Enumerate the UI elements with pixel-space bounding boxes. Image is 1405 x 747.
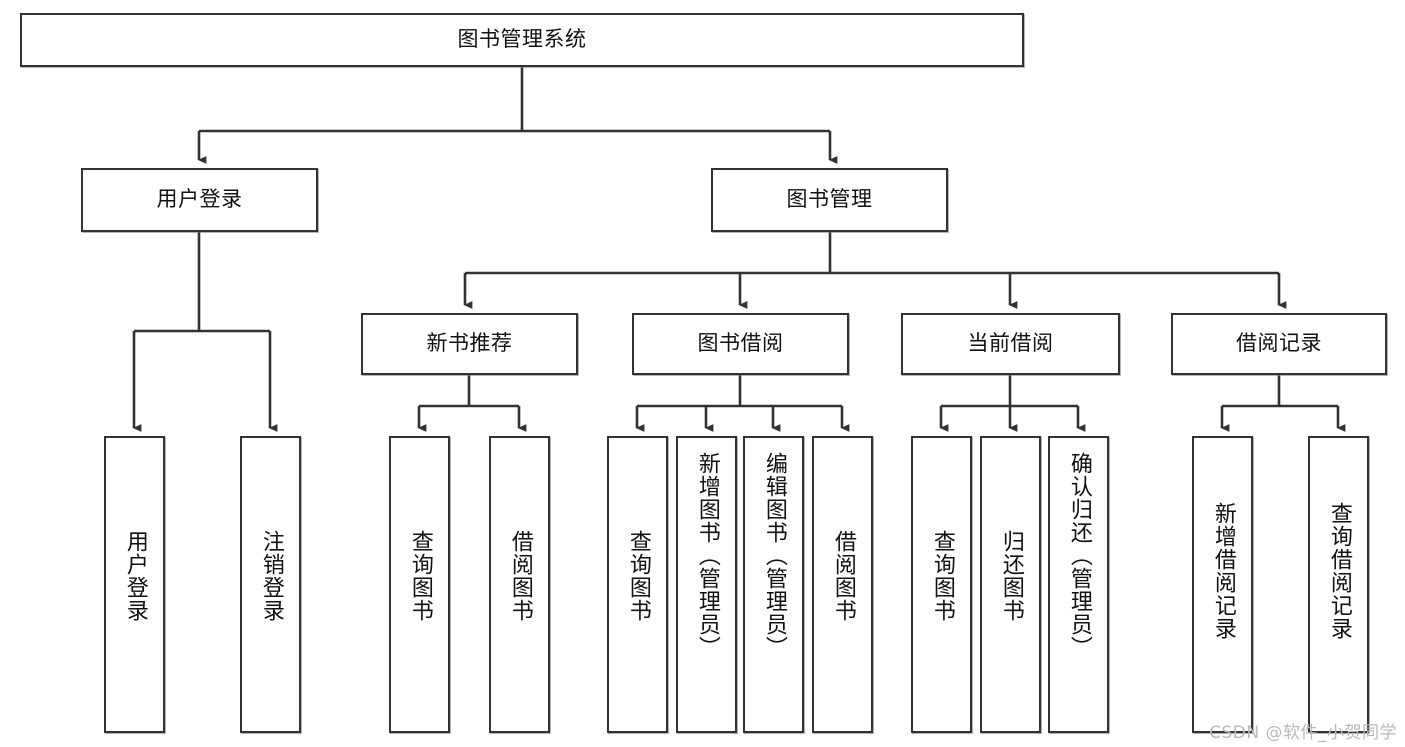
node-borrow-record[interactable]: 借阅记录 xyxy=(1171,313,1387,375)
leaf-add-borrow-record-label: 新增借阅记录 xyxy=(1210,502,1236,640)
node-book-management-label: 图书管理 xyxy=(786,187,873,212)
leaf-query-book-recommend-label: 查询图书 xyxy=(407,530,433,622)
leaf-add-book-admin[interactable]: 新增图书（管理员） xyxy=(676,436,737,733)
leaf-return-book[interactable]: 归还图书 xyxy=(980,436,1041,733)
leaf-query-book-borrow[interactable]: 查询图书 xyxy=(607,436,668,733)
csdn-watermark: CSDN @软件_小贺同学 xyxy=(1209,723,1397,743)
leaf-logout-label: 注销登录 xyxy=(258,530,284,622)
leaf-user-login[interactable]: 用户登录 xyxy=(104,436,165,733)
leaf-user-login-label: 用户登录 xyxy=(122,530,148,622)
leaf-confirm-return-admin[interactable]: 确认归还（管理员） xyxy=(1048,436,1109,733)
leaf-query-borrow-record-label: 查询借阅记录 xyxy=(1326,502,1352,640)
leaf-edit-book-admin[interactable]: 编辑图书（管理员） xyxy=(743,436,804,733)
leaf-borrow-book-recommend-label: 借阅图书 xyxy=(507,530,533,622)
leaf-logout[interactable]: 注销登录 xyxy=(240,436,301,733)
leaf-add-borrow-record[interactable]: 新增借阅记录 xyxy=(1192,436,1253,733)
leaf-add-book-admin-label: 新增图书（管理员） xyxy=(694,452,720,659)
node-book-borrow[interactable]: 图书借阅 xyxy=(632,313,849,375)
leaf-return-book-label: 归还图书 xyxy=(998,530,1024,622)
leaf-borrow-book-label: 借阅图书 xyxy=(830,530,856,622)
leaf-edit-book-admin-label: 编辑图书（管理员） xyxy=(761,452,787,659)
leaf-query-book-borrow-label: 查询图书 xyxy=(625,530,651,622)
leaf-borrow-book-recommend[interactable]: 借阅图书 xyxy=(489,436,550,733)
leaf-confirm-return-admin-label: 确认归还（管理员） xyxy=(1066,452,1092,659)
node-borrow-record-label: 借阅记录 xyxy=(1236,331,1322,356)
node-current-borrow-label: 当前借阅 xyxy=(967,331,1054,356)
leaf-borrow-book[interactable]: 借阅图书 xyxy=(812,436,873,733)
node-book-management[interactable]: 图书管理 xyxy=(711,168,948,232)
leaf-query-book-current[interactable]: 查询图书 xyxy=(911,436,972,733)
node-user-login-label: 用户登录 xyxy=(156,187,243,212)
node-user-login[interactable]: 用户登录 xyxy=(81,168,318,232)
node-book-borrow-label: 图书借阅 xyxy=(697,331,784,356)
node-root-label: 图书管理系统 xyxy=(457,27,587,52)
node-new-book-recommendation[interactable]: 新书推荐 xyxy=(361,313,578,375)
leaf-query-borrow-record[interactable]: 查询借阅记录 xyxy=(1308,436,1369,733)
leaf-query-book-recommend[interactable]: 查询图书 xyxy=(389,436,450,733)
node-current-borrow[interactable]: 当前借阅 xyxy=(901,313,1120,375)
node-new-book-label: 新书推荐 xyxy=(426,331,513,356)
node-root-library-management-system[interactable]: 图书管理系统 xyxy=(20,13,1024,67)
leaf-query-book-current-label: 查询图书 xyxy=(929,530,955,622)
